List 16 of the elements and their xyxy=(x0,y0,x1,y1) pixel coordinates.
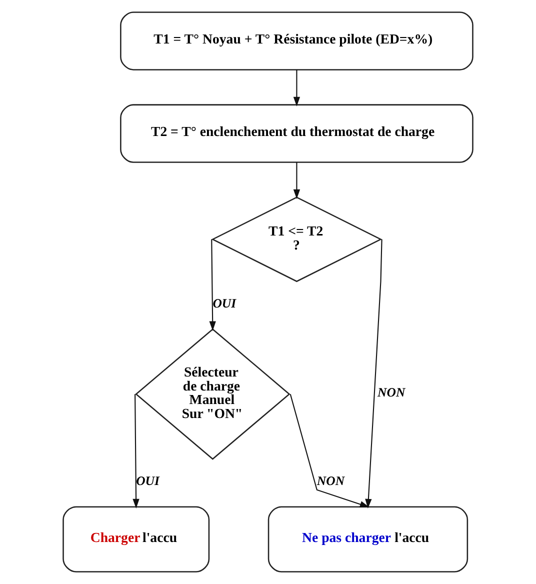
node-box: T2 = T° enclenchement du thermostat de charge xyxy=(120,104,474,163)
node-box: T1 = T° Noyau + T° Résistance pilote (ED=x%) xyxy=(120,12,474,70)
arrow xyxy=(290,394,370,508)
edge-label: OUI xyxy=(136,474,160,488)
edge-label: NON xyxy=(378,385,406,400)
node-diamond: Sélecteur de charge Manuel Sur "ON" xyxy=(135,328,290,460)
arrow xyxy=(209,239,216,331)
node-box: Charger l'accu xyxy=(62,506,210,572)
edge-label: NON xyxy=(316,474,345,488)
arrow xyxy=(293,162,300,199)
node-diamond: T1 <= T2 ? xyxy=(211,196,382,282)
edge-label: OUI xyxy=(212,296,236,311)
arrow xyxy=(132,394,140,508)
arrow xyxy=(365,239,382,508)
node-box: Ne pas charger l'accu xyxy=(268,506,468,572)
arrow xyxy=(293,70,300,106)
